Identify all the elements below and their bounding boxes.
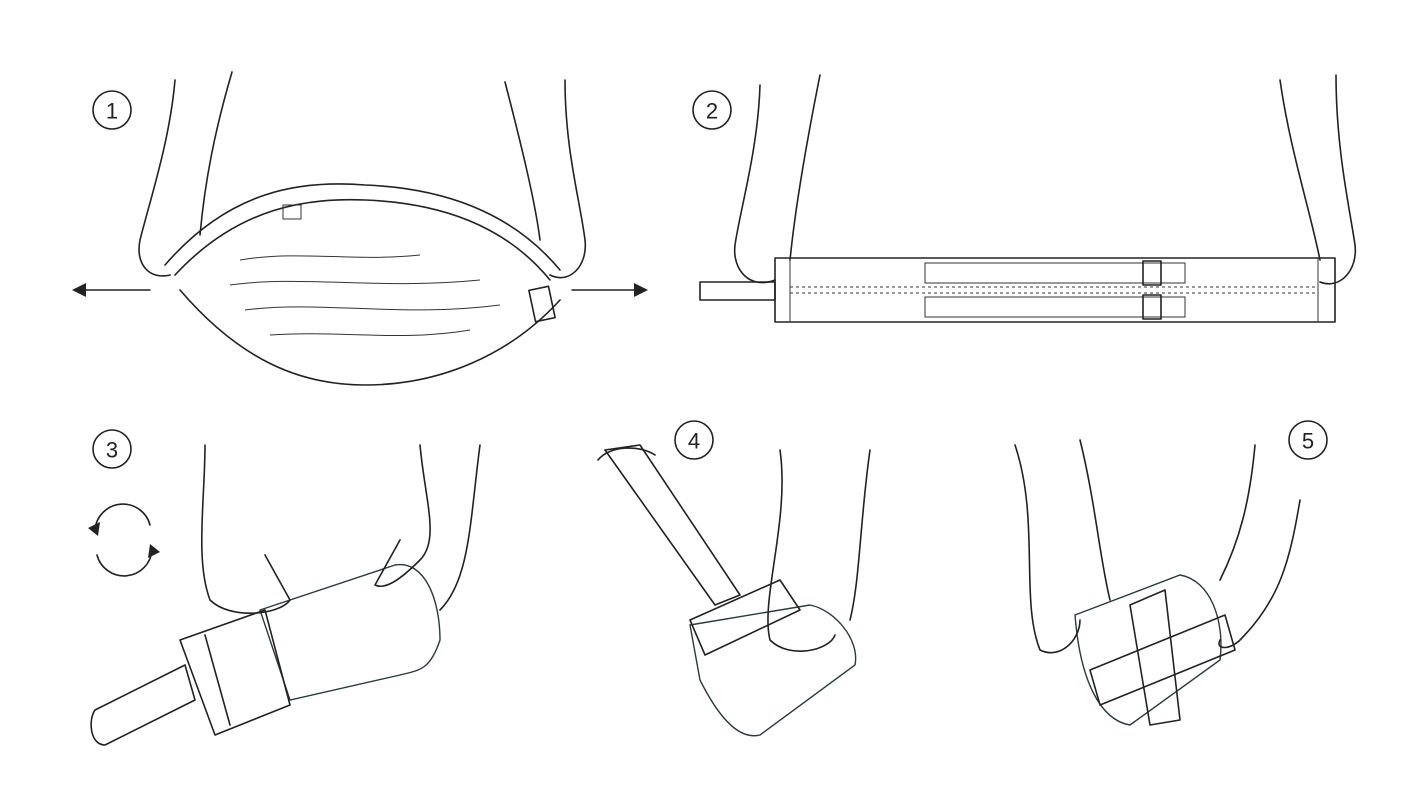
step-1: 1	[72, 71, 648, 386]
step-number: 3	[106, 438, 118, 463]
step-5-badge: 5	[1288, 420, 1328, 460]
step-3-badge: 3	[92, 429, 132, 469]
step-number: 1	[106, 99, 118, 124]
bag-rolling	[90, 564, 441, 746]
hands-illustration	[733, 74, 1357, 285]
step-3: 3	[88, 429, 481, 746]
hands-illustration	[200, 444, 481, 614]
step-2: 2	[692, 74, 1357, 323]
step-number: 5	[1302, 429, 1314, 454]
hands-illustration	[767, 449, 871, 652]
waist-bag-stretched	[164, 183, 561, 386]
bag-flat-strap	[699, 257, 1336, 323]
bag-rolling	[597, 444, 857, 737]
bag-rolled-secured	[1074, 574, 1236, 726]
step-number: 4	[688, 429, 700, 454]
step-4: 4	[597, 420, 871, 737]
step-5: 5	[1014, 420, 1328, 726]
step-1-badge: 1	[92, 90, 132, 130]
rotate-icon	[88, 503, 160, 577]
hands-illustration	[138, 71, 587, 279]
step-number: 2	[706, 99, 718, 124]
step-4-badge: 4	[674, 420, 714, 460]
stretch-arrows-icon	[72, 283, 648, 297]
step-2-badge: 2	[692, 90, 732, 130]
hands-illustration	[1014, 439, 1301, 654]
